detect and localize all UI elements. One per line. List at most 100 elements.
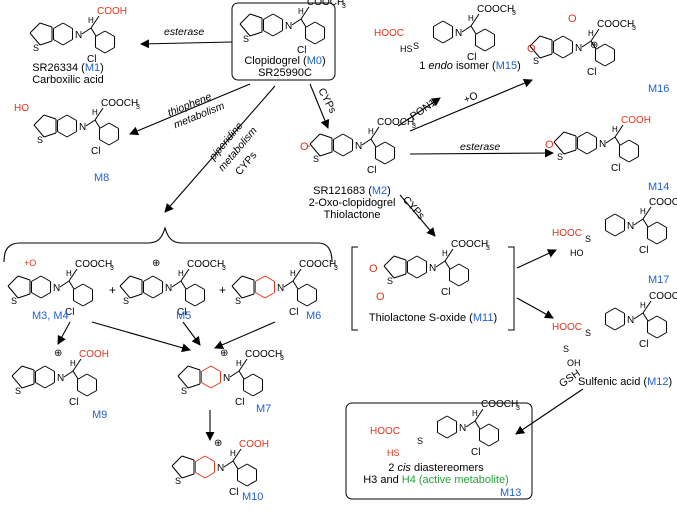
m9-nitrogen: N — [57, 373, 64, 384]
m17-bond — [642, 218, 649, 228]
m8-benzene-ring — [99, 122, 110, 129]
m3m4-piperidine-ring — [40, 275, 51, 282]
m12-chlorine: Cl — [639, 339, 648, 350]
m2-piperidine-ring — [342, 133, 353, 140]
m13-bond — [474, 408, 484, 422]
m10-plus-charge: ⊕ — [214, 438, 222, 449]
m10-chlorine: Cl — [229, 487, 238, 498]
m15-sulfur: S — [413, 41, 419, 51]
m11-bracket-left — [351, 246, 358, 331]
m8-benzene-ring — [108, 122, 119, 129]
m8-thiophene-ring — [33, 124, 45, 138]
m10-benzene-ring — [246, 463, 257, 470]
m2-piperidine-ring — [333, 133, 344, 140]
m8-hydrogen: H — [92, 108, 98, 117]
m10-benzene-ring — [237, 480, 248, 487]
m2-thiophene-ring — [309, 133, 321, 145]
m10-cooh: COOH — [239, 439, 269, 450]
m3m4-hydrogen: H — [66, 269, 72, 278]
m5-hydrogen: H — [178, 269, 184, 278]
m17-chlorine: Cl — [639, 245, 648, 256]
m16-piperidine-ring — [553, 52, 564, 59]
m5-benzene-ring — [194, 300, 205, 307]
m2-desc2: Thiolactone — [323, 209, 381, 221]
m6-thiophene-ring — [241, 293, 255, 299]
m8-sulfur: S — [37, 135, 43, 145]
m12-benzene-ring — [647, 332, 658, 339]
m10-bond — [232, 448, 242, 462]
m3m4-thiophene-ring — [7, 285, 19, 299]
m11-cooch3: COOCH — [451, 239, 488, 250]
m12-cooch3: COOCH — [649, 291, 677, 302]
m1-benzene-ring — [95, 47, 106, 54]
m8-cooch3: COOCH — [101, 98, 138, 109]
m11-name: Thiolactone S-oxide (M11) — [368, 312, 498, 324]
m10-thiophene-ring — [171, 455, 183, 467]
m9-benzene-ring — [86, 373, 97, 380]
arrow-label-esterase-m14: esterase — [460, 141, 501, 153]
m9-bond — [63, 370, 74, 378]
m8-subscript: 3 — [136, 104, 140, 111]
m17-piperidine-ring — [614, 213, 625, 220]
m9-sulfur: S — [15, 386, 21, 396]
m5-thiophene-ring — [119, 285, 131, 299]
m10-nitrogen: N — [217, 463, 224, 474]
m13-code: M13 — [500, 487, 522, 499]
m2-cooch3: COOCH — [377, 117, 414, 128]
m5-bond — [180, 268, 190, 282]
m13-sulfur: S — [417, 436, 423, 446]
m13-line1: 2 cis diastereomers — [388, 462, 484, 474]
m7-thiophene-ring — [177, 365, 189, 377]
m17-piperidine-ring — [605, 213, 616, 220]
m3m4-benzene-ring — [82, 283, 93, 290]
m17-hydrogen: H — [640, 207, 646, 216]
m7-thiophene-ring — [177, 375, 189, 389]
m15-piperidine-ring — [442, 20, 453, 27]
arrow-m11-m12 — [516, 297, 554, 319]
m0-sulfur: S — [243, 34, 249, 44]
m15-bond — [470, 25, 477, 35]
m9-thiophene-ring — [11, 365, 23, 377]
m15-benzene-ring — [475, 28, 486, 35]
m11-thiophene-ring — [393, 255, 407, 261]
m17-piperidine-ring — [605, 230, 616, 237]
arrow-cyps-m2 — [309, 83, 330, 129]
m3m4-benzene-ring — [73, 300, 84, 307]
m9-benzene-ring — [86, 390, 97, 397]
m14-chlorine: Cl — [611, 163, 620, 174]
m16-keto-oxygen: O — [527, 43, 536, 55]
m13-benzene-ring — [479, 423, 490, 430]
arrow-cyps-m11 — [399, 194, 436, 237]
arrow-gsh-m13 — [515, 388, 584, 435]
m16-bond — [590, 40, 597, 50]
m7-benzene-ring — [243, 373, 254, 380]
m17-bond — [633, 218, 644, 226]
m7-piperidine-ring — [210, 365, 221, 372]
m11-s-oxide: O — [376, 291, 385, 303]
m13-hooc: HOOC — [370, 426, 400, 437]
m0-bond — [291, 18, 302, 26]
m8-bond — [94, 107, 104, 121]
arrow-label-esterase-m1: esterase — [164, 26, 205, 38]
m15-subscript: 3 — [512, 10, 516, 17]
m0-nitrogen: N — [285, 21, 292, 32]
m16-thiophene-ring — [529, 35, 541, 47]
m9-benzene-ring — [77, 390, 88, 397]
m0-thiophene-ring — [249, 13, 263, 19]
m11-bond — [435, 260, 446, 268]
m10-piperidine-ring — [195, 455, 206, 462]
m3m4-bond — [59, 280, 70, 288]
m3m4-thiophene-ring — [7, 275, 19, 287]
m10-benzene-ring — [246, 480, 257, 487]
m11-bracket-right — [508, 246, 515, 331]
m2-thiophene-ring — [319, 151, 333, 157]
m1-thiophene-ring — [29, 32, 41, 46]
m13-subscript: 3 — [516, 405, 520, 412]
m14-benzene-ring — [628, 156, 639, 163]
arrow-m11-m17 — [516, 249, 557, 269]
m0-benzene-ring — [314, 38, 325, 45]
m13-thiol: HS — [387, 448, 400, 458]
m13-bond — [465, 420, 476, 428]
m1-piperidine-ring — [53, 22, 64, 29]
